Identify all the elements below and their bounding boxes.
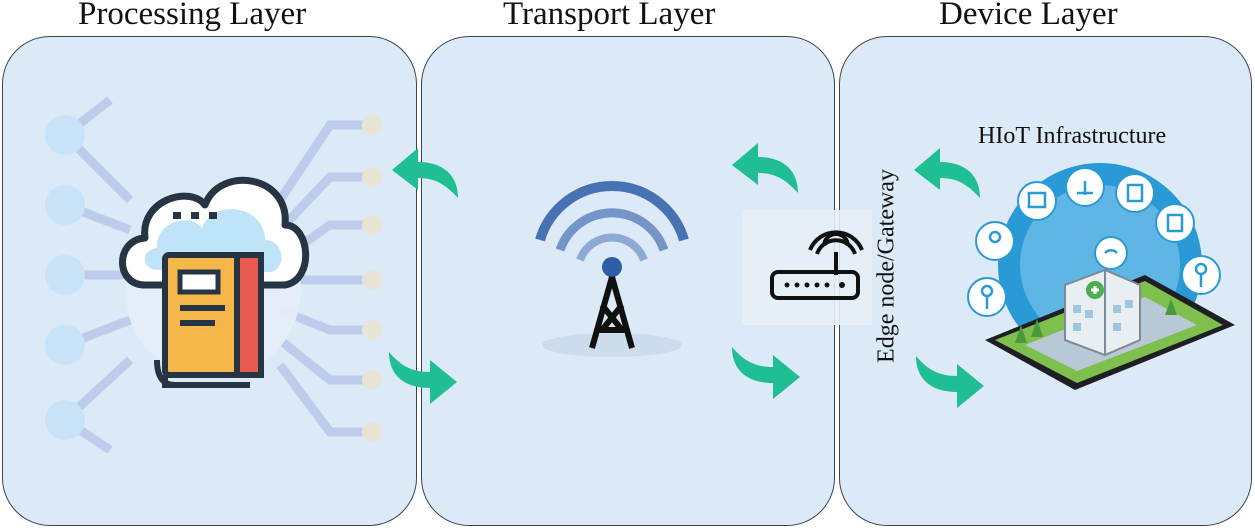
edge-node-gateway-label: Edge node/Gateway <box>873 169 900 363</box>
transport-layer-title: Transport Layer <box>503 0 716 32</box>
tower-icon <box>535 181 689 357</box>
arrow-right-icon <box>389 352 457 404</box>
cloud-book-icon <box>119 176 310 388</box>
processing-layer-title: Processing Layer <box>78 0 307 32</box>
hiot-infrastructure-icon <box>967 163 1235 390</box>
device-layer-title: Device Layer <box>939 0 1118 32</box>
neural-network-icon <box>45 96 382 454</box>
arrow-left-icon <box>732 143 798 193</box>
hiot-infrastructure-label: HIoT Infrastructure <box>978 123 1167 149</box>
arrow-left-icon <box>914 148 980 198</box>
arrow-right-icon <box>732 347 800 399</box>
arrow-right-icon <box>916 356 984 408</box>
arrow-left-icon <box>392 148 458 198</box>
router-icon <box>742 210 872 325</box>
